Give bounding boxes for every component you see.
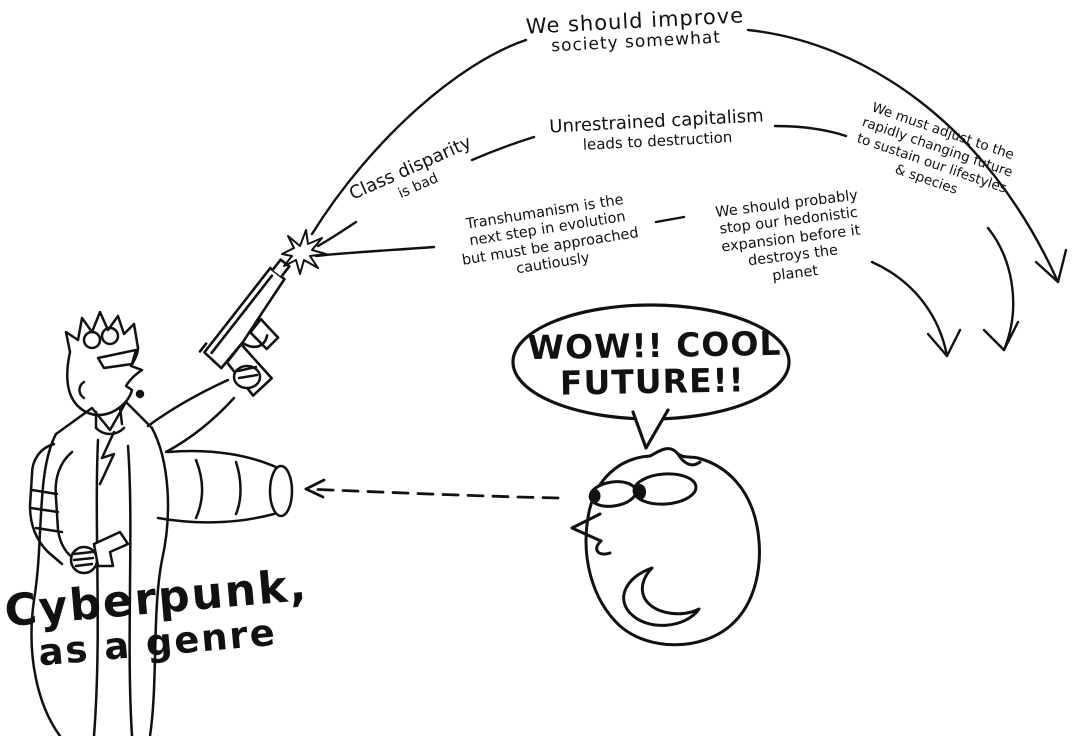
- holstered-device: [92, 530, 130, 568]
- blob-head: [584, 447, 761, 647]
- sunglasses: [96, 348, 138, 370]
- speech-bubble-text: WOW!! COOL FUTURE!!: [527, 324, 781, 403]
- arrowhead-bottom: [926, 328, 962, 358]
- cybernetic-arm: [28, 442, 130, 575]
- bubble-tail: [631, 408, 670, 450]
- speech-bubble-shape: [511, 303, 791, 450]
- idea-arc-middle: [316, 124, 1020, 352]
- goggles: [82, 330, 102, 350]
- connector-dash: [654, 215, 686, 224]
- raised-arm: [146, 378, 236, 454]
- earring: [135, 389, 145, 399]
- gun: [198, 258, 291, 397]
- flared-sleeve: [156, 449, 294, 524]
- pupil-right: [634, 484, 646, 500]
- head-notch: [676, 452, 702, 467]
- idea-arc-bottom: [314, 215, 962, 358]
- muzzle-flash: [281, 229, 327, 275]
- gaze-arrow: [304, 478, 560, 500]
- ear: [78, 380, 86, 400]
- spiky-hair: [64, 310, 140, 354]
- open-mouth: [570, 512, 603, 543]
- head-profile: [66, 346, 144, 417]
- cyberpunk-character: [28, 229, 327, 736]
- arrowhead-middle: [982, 320, 1020, 352]
- text-line: FUTURE!!: [559, 360, 745, 403]
- audience-blob: [570, 447, 761, 647]
- arrowhead-gaze: [304, 478, 326, 499]
- coat-collar: [54, 400, 154, 436]
- pupil-left: [589, 489, 601, 503]
- idea-arc-top: [310, 28, 1068, 284]
- arrowhead-top: [1034, 248, 1068, 284]
- chest-zigzag: [98, 430, 116, 486]
- grin-crescent: [622, 566, 701, 627]
- trench-coat: [30, 432, 62, 736]
